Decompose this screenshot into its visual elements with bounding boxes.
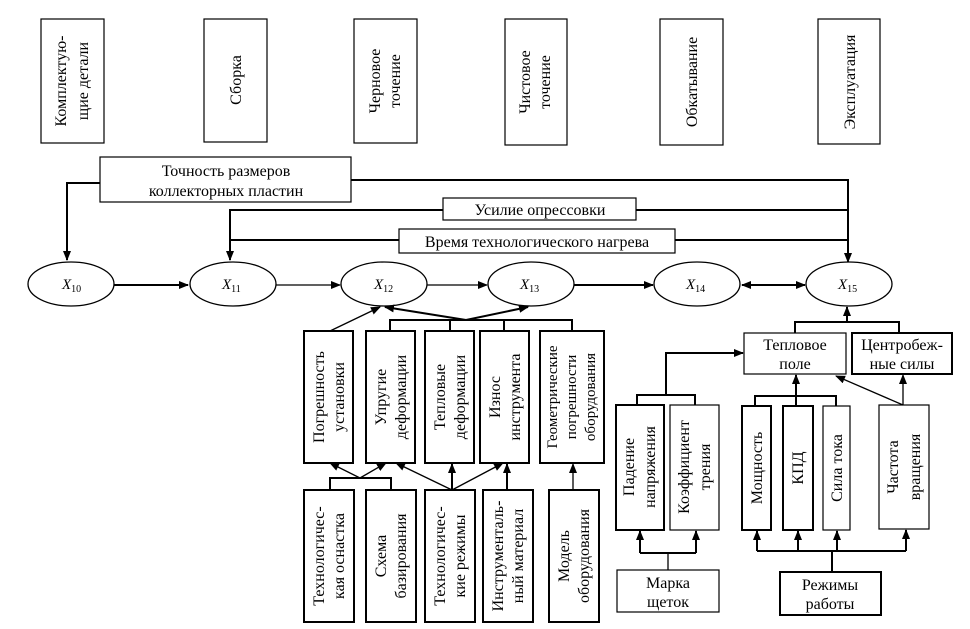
factor-label: Центробеж- <box>861 337 943 354</box>
factor-centrifugal-forces: Центробеж- ные силы <box>851 332 953 375</box>
factor-label: инструмента <box>507 353 524 440</box>
factor-label: поле <box>779 356 810 373</box>
factor-label: Частота <box>885 440 902 493</box>
factor-efficiency: КПД <box>782 405 814 531</box>
error-factor-elastic: Упругие деформации <box>365 330 416 464</box>
factor-label: ные силы <box>870 356 935 373</box>
error-factor-thermal: Тепловые деформации <box>424 330 475 464</box>
factor-label: базирования <box>393 513 410 599</box>
factor-label: Сила тока <box>829 434 846 502</box>
factor-label: Режимы <box>802 577 859 594</box>
factor-label: Марка <box>646 575 690 592</box>
node-x15: X15 <box>805 261 893 307</box>
factor-current: Сила тока <box>822 405 851 531</box>
node-x10: X10 <box>27 261 115 307</box>
factor-label: деформации <box>393 354 410 439</box>
svg-text:X12: X12 <box>373 277 393 295</box>
node-x11: X11 <box>189 261 277 307</box>
factor-label: КПД <box>790 451 807 484</box>
op-bottom-connectors <box>636 529 910 572</box>
stage-box-rough-turning: Черновое точение <box>353 18 418 144</box>
factor-heating-time: Время технологического нагрева <box>398 228 676 254</box>
factor-label: Мощность <box>749 432 766 505</box>
factor-label: Геометрические <box>545 345 561 448</box>
svg-text:X10: X10 <box>61 277 81 295</box>
node-x13: X13 <box>487 261 575 307</box>
stage-box-components: Комплектую- щие детали <box>40 18 105 144</box>
stage-label: точение <box>387 54 404 108</box>
factor-label: кие режимы <box>452 514 469 597</box>
factor-label: Технологичес- <box>311 506 328 606</box>
error-factor-tool-wear: Износ инструмента <box>479 330 530 464</box>
factor-label: Износ <box>487 376 504 418</box>
factor-label: Схема <box>373 535 390 578</box>
factor-label: Инструменталь- <box>490 501 507 612</box>
stage-box-finish-turning: Чистовое точение <box>504 18 568 146</box>
svg-text:X14: X14 <box>685 277 705 295</box>
factor-voltage-drop: Падение напряжения <box>615 404 665 531</box>
top-factor-connectors <box>63 179 852 263</box>
factor-friction-coefficient: Коэффициент трения <box>669 404 720 531</box>
stage-label: Чистовое <box>517 50 534 114</box>
stage-label: Обкатывание <box>684 37 701 127</box>
factor-label: деформации <box>452 354 469 439</box>
factor-label: Упругие <box>373 369 390 426</box>
stage-label: щие детали <box>75 41 92 120</box>
factor-label: Усилие опрессовки <box>475 202 606 219</box>
factor-label: работы <box>806 596 855 613</box>
source-factor-basing-scheme: Схема базирования <box>365 489 417 623</box>
source-factor-equipment-model: Модель оборудования <box>548 489 600 623</box>
factor-label: Точность размеров <box>162 163 291 180</box>
factor-label: кая оснастка <box>331 513 348 599</box>
stage-box-run-in: Обкатывание <box>659 18 724 146</box>
svg-text:X11: X11 <box>221 277 241 295</box>
factor-label: оборудования <box>583 353 599 441</box>
stage-label: Эксплуатация <box>842 34 859 129</box>
factor-pressing-force: Усилие опрессовки <box>442 197 637 221</box>
factor-label: Модель <box>556 530 573 582</box>
factor-label: коллекторных пластин <box>149 183 304 200</box>
factor-label: установки <box>331 362 348 432</box>
node-x12: X12 <box>340 261 428 307</box>
stage-label: Сборка <box>228 55 245 105</box>
factor-plate-accuracy: Точность размеров коллекторных пластин <box>99 156 352 203</box>
source-factor-process-modes: Технологичес- кие режимы <box>424 489 476 623</box>
op-mid-connectors <box>636 349 907 406</box>
stage-label: Черновое <box>367 49 384 114</box>
factor-label: Коэффициент <box>676 420 693 514</box>
stage-box-operation: Эксплуатация <box>817 18 881 145</box>
error-factor-connectors <box>329 304 573 332</box>
stage-label: Комплектую- <box>53 36 70 127</box>
factor-label: погрешности <box>564 355 580 440</box>
factor-rotation-frequency: Частота вращения <box>878 404 930 530</box>
factor-label: Тепловые <box>432 364 449 430</box>
source-factor-tool-material: Инструменталь- ный материал <box>482 489 534 623</box>
factor-power: Мощность <box>741 405 772 531</box>
factor-label: Технологичес- <box>432 506 449 606</box>
factor-label: Падение <box>621 438 638 496</box>
factor-operating-modes: Режимы работы <box>779 571 882 616</box>
factor-label: трения <box>697 443 714 490</box>
factor-label: оборудования <box>576 508 593 603</box>
factor-label: вращения <box>907 433 924 500</box>
factor-label: щеток <box>647 594 689 611</box>
factor-brush-grade: Марка щеток <box>616 569 720 613</box>
source-factor-connectors <box>329 462 577 491</box>
node-x14: X14 <box>653 261 741 307</box>
factor-label: Погрешность <box>311 351 328 443</box>
source-factor-fixture: Технологичес- кая оснастка <box>303 489 355 623</box>
stage-box-assembly: Сборка <box>203 18 268 143</box>
factor-label: Время технологического нагрева <box>425 234 649 251</box>
factor-thermal-field: Тепловое поле <box>743 332 847 375</box>
error-factor-geometric: Геометрические погрешности оборудования <box>539 330 605 464</box>
stage-label: точение <box>537 55 554 109</box>
error-factor-setup: Погрешность установки <box>303 330 354 464</box>
factor-label: ный материал <box>510 509 527 603</box>
factor-label: напряжения <box>642 425 659 507</box>
svg-text:X13: X13 <box>519 277 539 295</box>
svg-text:X15: X15 <box>837 277 857 295</box>
factor-label: Тепловое <box>763 337 827 354</box>
op-top-connectors <box>794 306 900 333</box>
